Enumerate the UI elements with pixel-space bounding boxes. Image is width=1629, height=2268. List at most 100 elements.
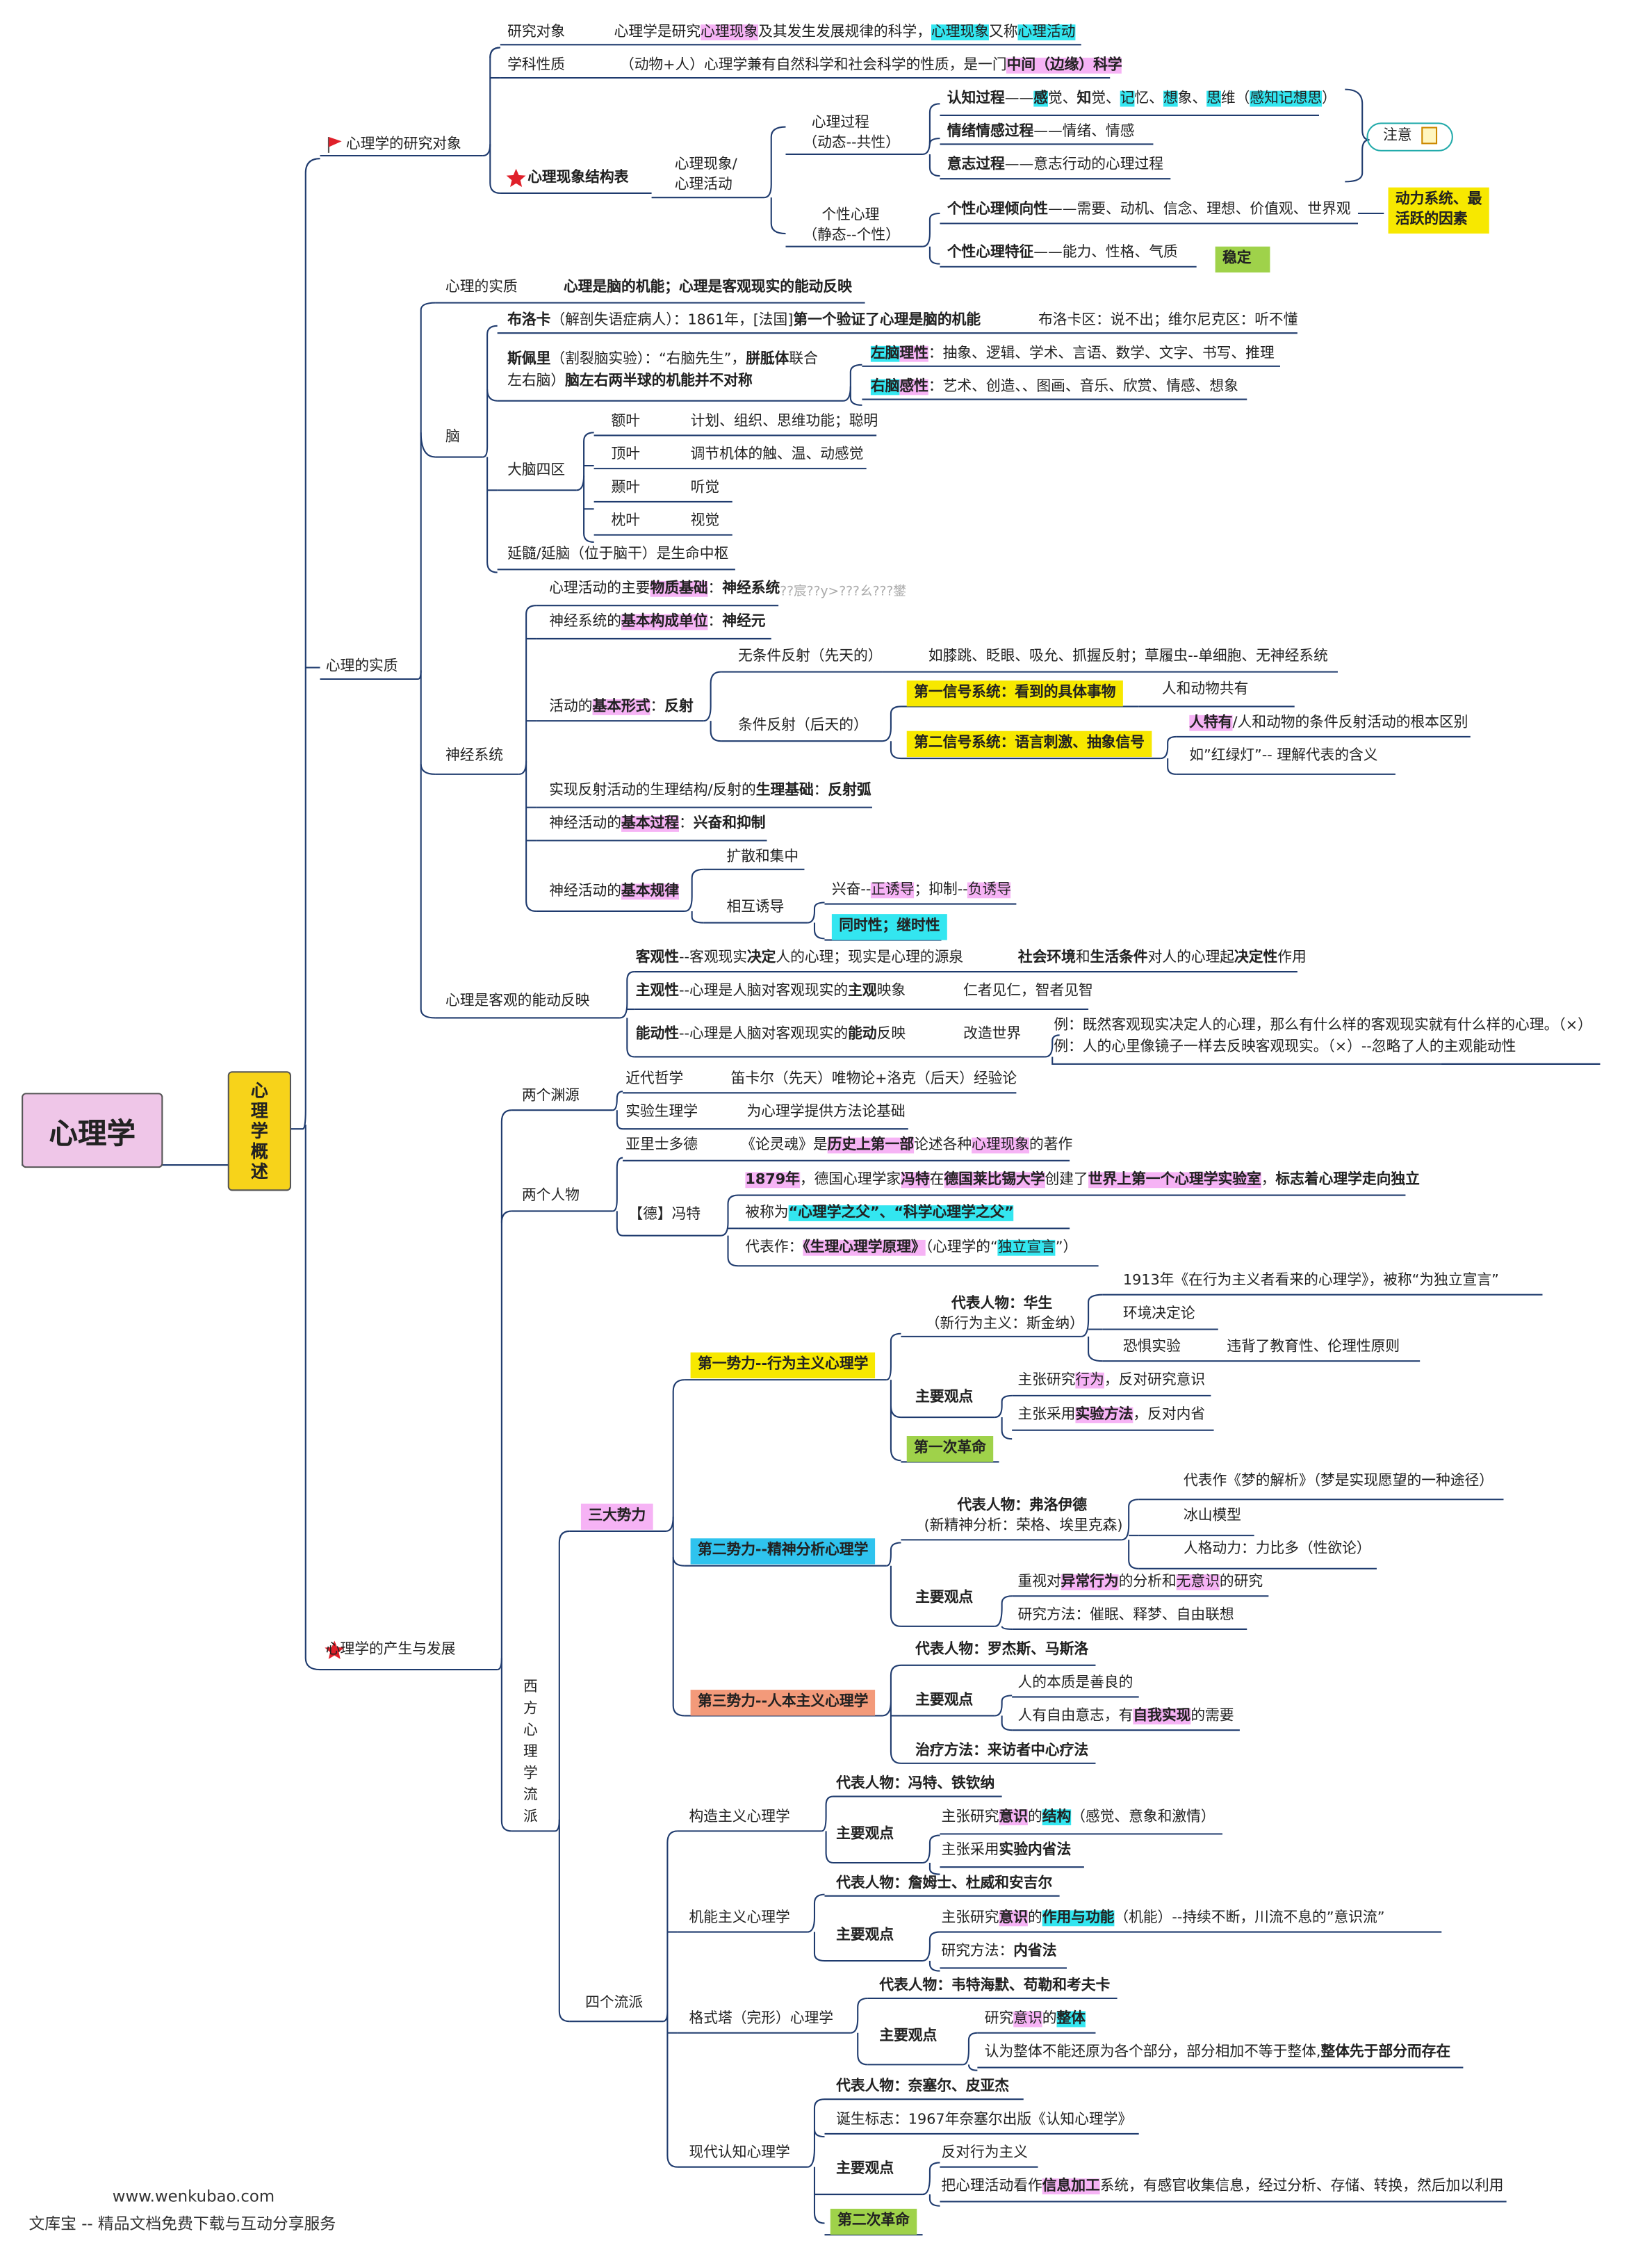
ns-garble[interactable]: ??宸??y>???ㄠ???鐢 bbox=[780, 585, 906, 600]
tendency[interactable]: 个性心理倾向性——需要、动机、信念、理想、价值观、世界观 bbox=[947, 200, 1351, 220]
school-functional[interactable]: 机能主义心理学 bbox=[689, 1910, 790, 1927]
three-forces[interactable]: 三大势力 bbox=[580, 1503, 653, 1530]
process-label[interactable]: 心理过程 bbox=[811, 115, 869, 131]
force1-main[interactable]: 主要观点 bbox=[915, 1389, 974, 1406]
unconditioned[interactable]: 无条件反射（先天的） bbox=[738, 648, 883, 665]
essence-text[interactable]: 心理是脑的机能；心理是客观现实的能动反映 bbox=[564, 279, 852, 296]
school2-rep[interactable]: 代表人物：詹姆士、杜威和安吉尔 bbox=[836, 1875, 1053, 1892]
lobe-temporal-text[interactable]: 听觉 bbox=[690, 480, 720, 496]
discipline-nature-text[interactable]: （动物+人）心理学兼有自然科学和社会科学的性质，是一门中间（边缘）科学 bbox=[620, 56, 1122, 76]
root-node[interactable]: 心理学 bbox=[22, 1093, 163, 1168]
root-philosophy-label[interactable]: 近代哲学 bbox=[625, 1071, 684, 1088]
objectivity[interactable]: 客观性--客观现实决定人的心理；现实是心理的源泉社会环境和生活条件对人的心理起决… bbox=[636, 949, 1307, 969]
force1-v2[interactable]: 主张采用实验方法，反对内省 bbox=[1017, 1405, 1205, 1426]
phenomenon-node[interactable]: 心理现象/ 心理活动 bbox=[674, 157, 737, 193]
discipline-nature-label[interactable]: 学科性质 bbox=[507, 57, 566, 74]
root-physiology-text[interactable]: 为心理学提供方法论基础 bbox=[746, 1104, 906, 1120]
school4-main[interactable]: 主要观点 bbox=[836, 2161, 894, 2178]
stable-box[interactable]: 稳定 bbox=[1215, 246, 1270, 273]
section-research-object-title[interactable]: 心理学的研究对象 bbox=[345, 137, 461, 153]
overview-node[interactable]: 心理学概述 bbox=[227, 1071, 292, 1191]
section-essence-title[interactable]: 心理的实质 bbox=[325, 658, 398, 675]
force3-rep[interactable]: 代表人物：罗杰斯、马斯洛 bbox=[915, 1642, 1089, 1658]
wundt[interactable]: 【德】冯特 bbox=[628, 1207, 701, 1223]
lobe-occipital-label[interactable]: 枕叶 bbox=[611, 513, 640, 530]
force1-fear-text[interactable]: 违背了教育性、伦理性原则 bbox=[1227, 1339, 1400, 1355]
broca[interactable]: 布洛卡（解剖失语症病人）：1861年，[法国]第一个验证了心理是脑的机能布洛卡区… bbox=[507, 311, 1298, 332]
school-structural[interactable]: 构造主义心理学 bbox=[689, 1809, 790, 1826]
essence-label[interactable]: 心理的实质 bbox=[445, 279, 518, 296]
wundt-1879[interactable]: 1879年，德国心理学家冯特在德国莱比锡大学创建了世界上第一个心理学实验室，标志… bbox=[745, 1170, 1420, 1191]
brain-label[interactable]: 脑 bbox=[445, 430, 460, 446]
ns-material[interactable]: 心理活动的主要物质基础：神经系统 bbox=[549, 580, 780, 600]
school-cognitive[interactable]: 现代认知心理学 bbox=[689, 2145, 790, 2162]
root-philosophy-text[interactable]: 笛卡尔（先天）唯物论+洛克（后天）经验论 bbox=[730, 1071, 1017, 1088]
force2-v1[interactable]: 重视对异常行为的分析和无意识的研究 bbox=[1017, 1573, 1263, 1593]
lobe-parietal-text[interactable]: 调节机体的触、温、动感觉 bbox=[690, 447, 864, 463]
research-object-text[interactable]: 心理学是研究心理现象及其发生发展规律的科学，心理现象又称心理活动 bbox=[614, 23, 1075, 43]
first-revolution[interactable]: 第一次革命 bbox=[906, 1436, 994, 1462]
force1-1913[interactable]: 1913年《在行为主义者看来的心理学》，被称“为独立宣言” bbox=[1122, 1273, 1499, 1289]
force2[interactable]: 第二势力--精神分析心理学 bbox=[690, 1538, 876, 1565]
force1[interactable]: 第一势力--行为主义心理学 bbox=[690, 1352, 876, 1379]
medulla[interactable]: 延髓/延脑（位于脑干）是生命中枢 bbox=[507, 546, 729, 562]
will-process[interactable]: 意志过程——意志行动的心理过程 bbox=[947, 156, 1163, 176]
initiative[interactable]: 能动性--心理是人脑对客观现实的能动反映改造世界 bbox=[636, 1025, 1021, 1045]
structure-table-title[interactable]: 心理现象结构表 bbox=[527, 170, 629, 186]
left-brain[interactable]: 左脑理性：抽象、逻辑、学术、言语、数学、文字、书写、推理 bbox=[870, 345, 1275, 365]
mutual-a[interactable]: 兴奋--正诱导；抑制--负诱导 bbox=[832, 881, 1011, 901]
section-history-title[interactable]: 心理学的产生与发展 bbox=[325, 1642, 456, 1658]
four-schools[interactable]: 四个流派 bbox=[585, 1995, 644, 2012]
wundt-work[interactable]: 代表作：《生理心理学原理》（心理学的“独立宣言”） bbox=[745, 1239, 1077, 1259]
school4-birth[interactable]: 诞生标志：1967年奈塞尔出版《认知心理学》 bbox=[836, 2112, 1133, 2128]
force1-fear-label[interactable]: 恐惧实验 bbox=[1122, 1339, 1181, 1355]
school3-main[interactable]: 主要观点 bbox=[879, 2028, 938, 2045]
school3-v1[interactable]: 研究意识的整体 bbox=[985, 2010, 1086, 2030]
school-gestalt[interactable]: 格式塔（完形）心理学 bbox=[689, 2011, 833, 2028]
emotion-process[interactable]: 情绪情感过程——情绪、情感 bbox=[947, 122, 1135, 142]
signal2[interactable]: 第二信号系统：语言刺激、抽象信号 bbox=[906, 731, 1152, 758]
trait[interactable]: 个性心理特征——能力、性格、气质 bbox=[947, 244, 1178, 264]
lobe-frontal-label[interactable]: 额叶 bbox=[611, 414, 640, 430]
second-revolution[interactable]: 第二次革命 bbox=[830, 2208, 917, 2235]
lobe-occipital-text[interactable]: 视觉 bbox=[690, 513, 720, 530]
ns-unit[interactable]: 神经系统的基本构成单位：神经元 bbox=[549, 613, 765, 633]
personality-label[interactable]: 个性心理 bbox=[821, 207, 880, 224]
aristotle[interactable]: 亚里士多德《论灵魂》是历史上第一部论述各种心理现象的著作 bbox=[625, 1136, 1072, 1157]
school2-v2[interactable]: 研究方法：内省法 bbox=[942, 1942, 1057, 1962]
school4-v1[interactable]: 反对行为主义 bbox=[941, 2145, 1028, 2162]
school1-main[interactable]: 主要观点 bbox=[836, 1827, 894, 1843]
personality-sub[interactable]: （静态--个性） bbox=[803, 227, 900, 244]
signal1[interactable]: 第一信号系统：看到的具体事物 bbox=[906, 680, 1123, 707]
force1-v1[interactable]: 主张研究行为，反对研究意识 bbox=[1017, 1371, 1205, 1392]
ns-form[interactable]: 活动的基本形式：反射 bbox=[549, 698, 694, 718]
school3-v2[interactable]: 认为整体不能还原为各个部分，部分相加不等于整体,整体先于部分而存在 bbox=[985, 2043, 1450, 2063]
wundt-father[interactable]: 被称为“心理学之父”、“科学心理学之父” bbox=[745, 1204, 1014, 1224]
force2-work[interactable]: 代表作《梦的解析》（梦是实现愿望的一种途径） bbox=[1184, 1473, 1493, 1490]
force2-neo[interactable]: (新精神分析：荣格、埃里克森) bbox=[924, 1518, 1123, 1535]
force1-neo[interactable]: （新行为主义：斯金纳） bbox=[925, 1316, 1084, 1332]
school1-v1[interactable]: 主张研究意识的结构（感觉、意象和激情） bbox=[942, 1808, 1215, 1828]
process-sub[interactable]: （动态--共性） bbox=[803, 135, 900, 152]
unconditioned-examples[interactable]: 如膝跳、眨眼、吸允、抓握反射；草履虫--单细胞、无神经系统 bbox=[928, 648, 1328, 665]
ns-label[interactable]: 神经系统 bbox=[445, 748, 503, 765]
signal2-human[interactable]: 人特有/人和动物的条件反射活动的根本区别 bbox=[1189, 714, 1468, 734]
sperry-line2[interactable]: 左右脑）脑左右两半球的机能并不对称 bbox=[507, 372, 753, 392]
research-object-label[interactable]: 研究对象 bbox=[507, 24, 566, 41]
force3-v1[interactable]: 人的本质是善良的 bbox=[1017, 1675, 1133, 1692]
western-schools[interactable]: 西方心理学流派 bbox=[523, 1679, 538, 1826]
force2-v2[interactable]: 研究方法：催眠、释梦、自由联想 bbox=[1017, 1607, 1234, 1624]
school4-rep[interactable]: 代表人物：奈塞尔、皮亚杰 bbox=[836, 2079, 1010, 2095]
lobe-parietal-label[interactable]: 顶叶 bbox=[611, 447, 640, 463]
force1-rep[interactable]: 代表人物：华生 bbox=[951, 1296, 1053, 1312]
force2-rep[interactable]: 代表人物：弗洛伊德 bbox=[957, 1498, 1088, 1515]
conditioned[interactable]: 条件反射（后天的） bbox=[738, 718, 868, 734]
force2-ice[interactable]: 冰山模型 bbox=[1184, 1508, 1241, 1524]
cognition-process[interactable]: 认知过程——感觉、知觉、记忆、想象、思维（感知记想思） bbox=[947, 90, 1336, 110]
force1-env[interactable]: 环境决定论 bbox=[1122, 1306, 1195, 1323]
ns-law[interactable]: 神经活动的基本规律 bbox=[549, 882, 679, 902]
school1-rep[interactable]: 代表人物：冯特、铁钦纳 bbox=[836, 1776, 995, 1793]
reflection-label[interactable]: 心理是客观的能动反映 bbox=[445, 993, 590, 1010]
school3-rep[interactable]: 代表人物：韦特海默、苟勒和考夫卡 bbox=[879, 1977, 1111, 1994]
footer-url[interactable]: www.wenkubao.com bbox=[112, 2187, 275, 2206]
